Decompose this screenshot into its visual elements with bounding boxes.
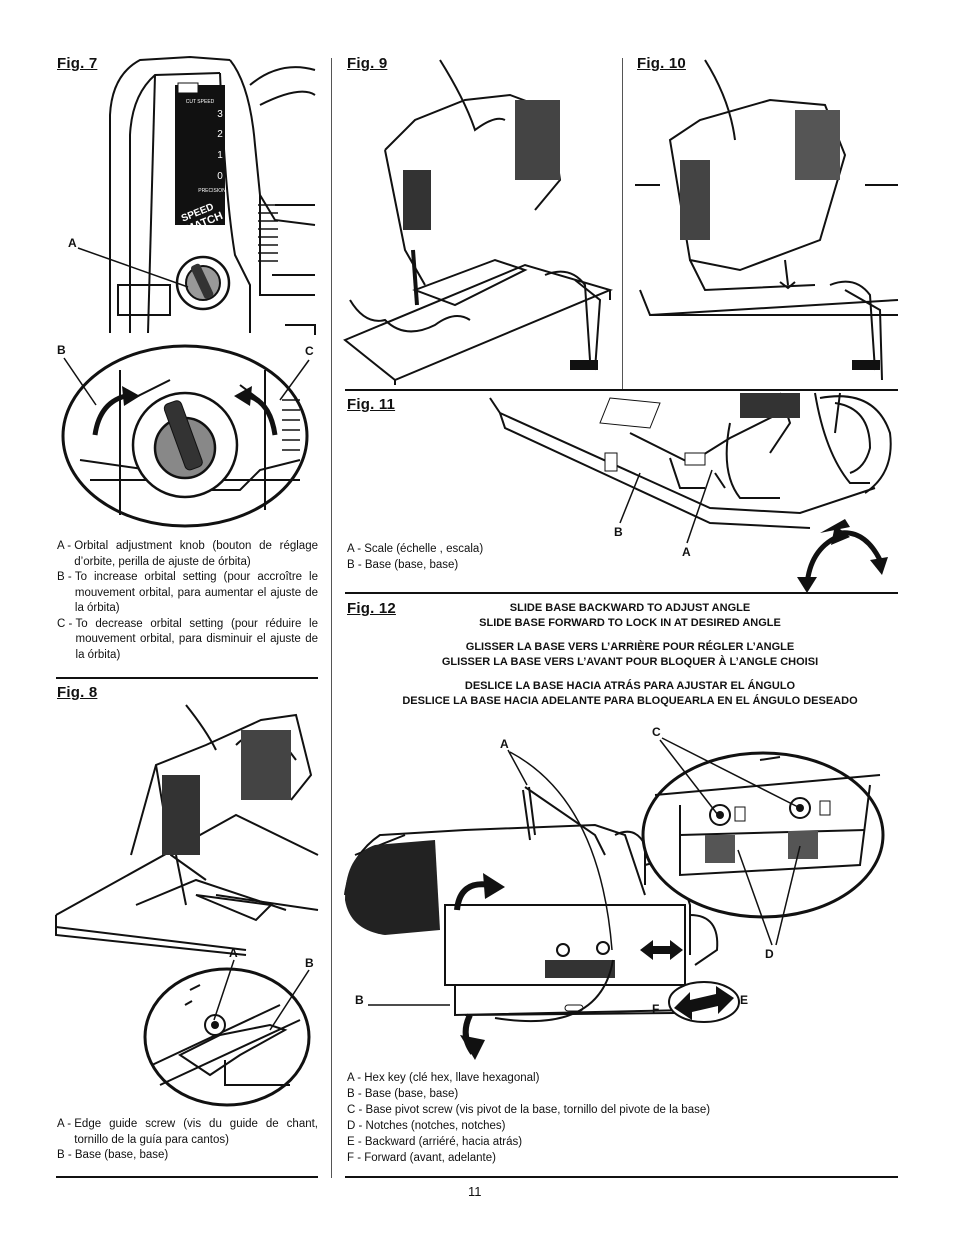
fig12-callout-f: F (652, 1002, 660, 1016)
instruction-fr-1: GLISSER LA BASE VERS L’ARRIÈRE POUR RÉGL… (465, 641, 795, 653)
fig7-legend-item-b: B - To increase orbital setting (pour ac… (57, 571, 318, 614)
fig7-jigsaw-closeup-illustration: CUT SPEED 3 2 1 0 PRECISION SPEED MATCH (109, 55, 316, 335)
instruction-es-2: DESLICE LA BASE HACIA ADELANTE PARA BLOQ… (402, 695, 858, 707)
fig7-callout-a: A (68, 236, 77, 250)
fig11-callout-a: A (682, 545, 691, 559)
fig7-legend-item-c: C - To decrease orbital setting (pour ré… (57, 617, 318, 661)
instruction-fr-2: GLISSER LA BASE VERS L’AVANT POUR BLOQUE… (441, 656, 819, 668)
fig7-legend-item-a: A - Orbital adjustment knob (bouton de r… (57, 540, 318, 568)
dial-header-text: CUT SPEED (186, 99, 215, 105)
fig9-title: Fig. 9 (347, 55, 388, 72)
fig8-callout-b: B (305, 956, 314, 970)
fig8-legend-item-b: B - Base (base, base) (57, 1149, 169, 1161)
fig11-bottom-rule (345, 592, 898, 594)
fig12-legend-item-c: C - Base pivot screw (vis pivot de la ba… (347, 1104, 711, 1116)
dial-mark-3: 3 (217, 109, 223, 120)
fig12-callout-d: D (765, 947, 774, 961)
fig12-hex-key-base-adjust-illustration (344, 786, 719, 1060)
fig12-forward-backward-arrow-icon (668, 981, 740, 1023)
fig12-callout-e: E (740, 993, 749, 1007)
fig8-legend: A - Edge guide screw (vis du guide de ch… (57, 1117, 318, 1164)
fig11-base-scale-illustration (489, 392, 892, 529)
fig12-instructions: SLIDE BASE BACKWARD TO ADJUST ANGLE SLID… (380, 601, 880, 709)
page-number: 11 (468, 1184, 482, 1199)
fig12-legend-item-b: B - Base (base, base) (347, 1088, 459, 1100)
fig12-callout-c: C (652, 725, 661, 739)
fig8-jigsaw-edge-guide-illustration (55, 704, 319, 956)
fig7-knob-detail-illustration (61, 344, 309, 528)
dial-mark-0: 0 (217, 171, 223, 182)
fig11-legend-item-a: A - Scale (échelle , escala) (347, 543, 484, 555)
fig11-title: Fig. 11 (347, 396, 396, 413)
fig11-tilt-arrows-icon (797, 519, 888, 593)
fig10-jigsaw-bevel-illustration (635, 59, 899, 381)
fig12-legend: A - Hex key (clé hex, llave hexagonal) B… (347, 1070, 710, 1166)
instruction-en-1: SLIDE BASE BACKWARD TO ADJUST ANGLE (509, 602, 751, 614)
dial-mark-1: 1 (217, 150, 223, 161)
fig7-callout-b: B (57, 343, 66, 357)
fig8-screw-detail-illustration (143, 967, 311, 1107)
fig10-bottom-rule (345, 389, 898, 391)
fig9-jigsaw-cutting-illustration (343, 59, 613, 385)
fig11-callout-b: B (614, 525, 623, 539)
fig7-callout-c: C (305, 344, 314, 358)
fig8-title: Fig. 8 (57, 684, 98, 701)
fig12-callout-b: B (355, 993, 364, 1007)
fig12-legend-item-a: A - Hex key (clé hex, llave hexagonal) (347, 1072, 540, 1084)
instruction-es-1: DESLICE LA BASE HACIA ATRÁS PARA AJUSTAR… (464, 680, 796, 692)
instruction-en-2: SLIDE BASE FORWARD TO LOCK IN AT DESIRED… (479, 617, 781, 629)
dial-mark-2: 2 (217, 129, 223, 140)
fig11-legend: A - Scale (échelle , escala) B - Base (b… (347, 541, 483, 573)
dial-footer-text: PRECISION (198, 188, 226, 194)
fig10-title: Fig. 10 (637, 55, 686, 72)
fig12-legend-item-e: E - Backward (arriéré, hacia atrás) (347, 1136, 523, 1148)
left-bottom-rule (56, 1176, 318, 1178)
right-bottom-rule (345, 1176, 898, 1178)
column-divider (331, 58, 332, 1178)
fig7-bottom-rule (56, 677, 318, 679)
fig12-callout-a: A (500, 737, 509, 751)
fig8-legend-item-a: A - Edge guide screw (vis du guide de ch… (57, 1118, 318, 1146)
fig11-legend-item-b: B - Base (base, base) (347, 559, 459, 571)
fig12-legend-item-d: D - Notches (notches, notches) (347, 1120, 506, 1132)
fig12-notch-detail-illustration (641, 751, 885, 919)
fig7-title: Fig. 7 (57, 55, 98, 72)
fig9-fig10-divider (622, 58, 623, 390)
fig12-title: Fig. 12 (347, 600, 396, 617)
fig8-callout-a: A (229, 946, 238, 960)
fig7-legend: A - Orbital adjustment knob (bouton de r… (57, 539, 318, 663)
fig12-legend-item-f: F - Forward (avant, adelante) (347, 1152, 496, 1164)
